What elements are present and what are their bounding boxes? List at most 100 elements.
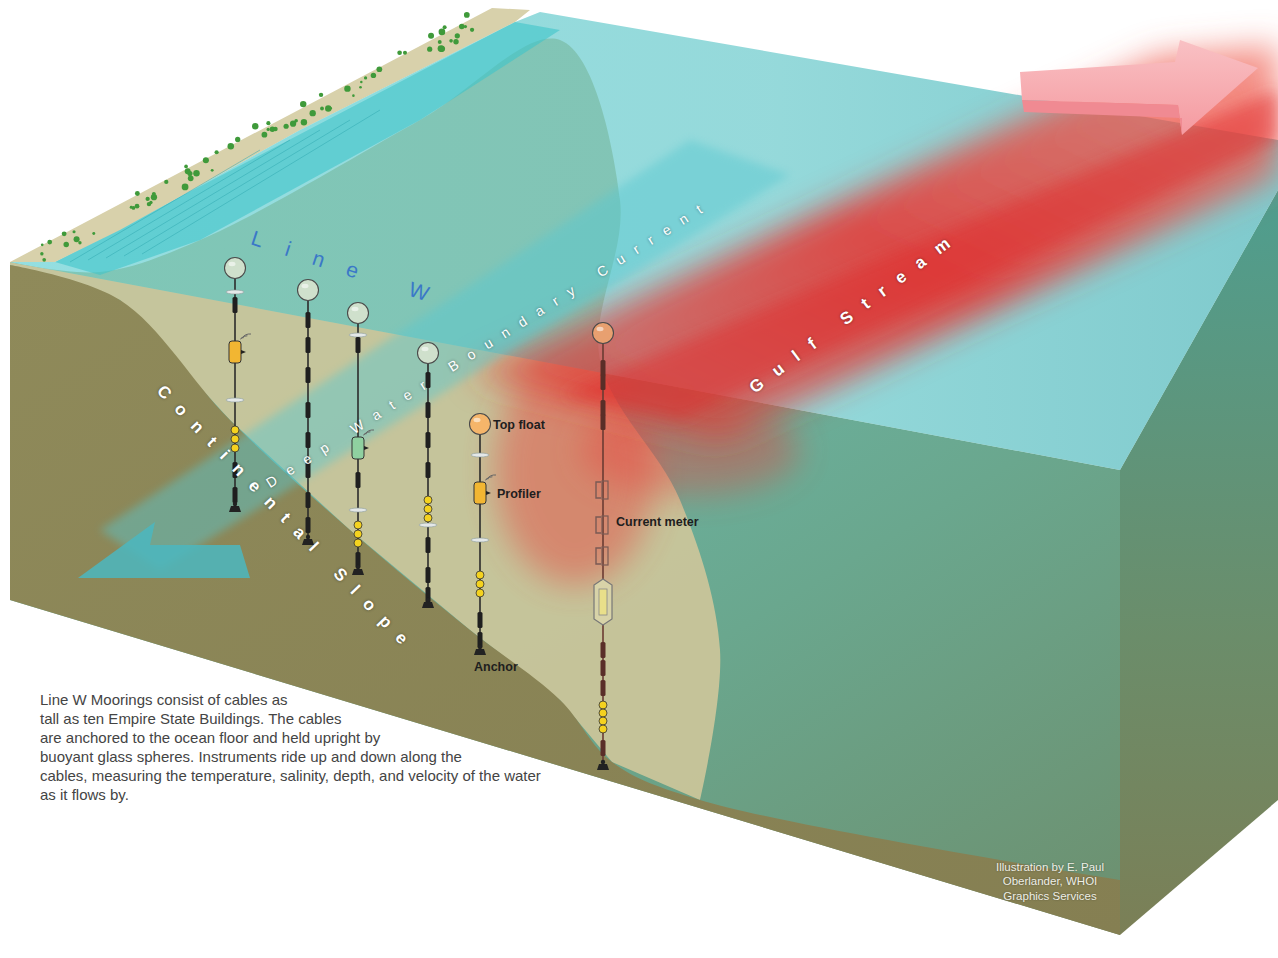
mooring xyxy=(298,280,319,546)
vegetation-dot xyxy=(146,197,150,201)
vegetation-dot xyxy=(439,29,446,36)
instrument xyxy=(233,487,238,503)
glass-sphere xyxy=(476,589,484,597)
profiler xyxy=(352,437,364,459)
instrument xyxy=(478,612,483,628)
current-meter xyxy=(596,517,601,533)
current-meter xyxy=(596,482,601,498)
glass-sphere xyxy=(599,717,607,725)
instrument xyxy=(306,402,311,418)
vegetation-dot xyxy=(459,24,465,30)
vegetation-dot xyxy=(273,127,278,132)
vegetation-dot xyxy=(92,232,95,235)
vegetation-dot xyxy=(377,66,383,72)
vegetation-dot xyxy=(438,40,442,44)
instrument xyxy=(306,367,311,383)
anchor-symbol xyxy=(474,649,486,655)
top-float xyxy=(348,303,369,324)
vegetation-dot xyxy=(193,170,199,176)
glass-sphere xyxy=(354,539,362,547)
vegetation-dot xyxy=(63,242,68,247)
instrument xyxy=(601,660,606,676)
mooring xyxy=(593,323,614,771)
vegetation-dot xyxy=(266,121,270,125)
glass-sphere xyxy=(354,530,362,538)
instrument xyxy=(601,642,606,658)
block-diagram xyxy=(10,8,1278,935)
profiler-fin xyxy=(486,491,491,495)
current-meter xyxy=(602,516,608,534)
instrument xyxy=(601,374,606,390)
vegetation xyxy=(40,12,474,262)
part-label: Anchor xyxy=(474,660,518,674)
shore-lines xyxy=(70,110,380,262)
glass-sphere xyxy=(424,514,432,522)
anchor-symbol xyxy=(597,764,609,770)
profiler-fin xyxy=(241,350,246,354)
stop-disc xyxy=(471,453,489,457)
anchor-symbol xyxy=(426,598,430,602)
shore-line xyxy=(70,150,260,262)
vegetation-dot xyxy=(47,240,52,245)
instrument xyxy=(599,589,607,615)
stop-disc xyxy=(349,508,367,512)
top-float xyxy=(418,343,439,364)
current-meter xyxy=(596,548,601,564)
vegetation-dot xyxy=(41,243,44,246)
vegetation-dot xyxy=(301,119,307,125)
glass-sphere xyxy=(231,435,239,443)
vegetation-dot xyxy=(397,50,402,55)
glass-sphere xyxy=(476,580,484,588)
float-highlight xyxy=(352,307,359,311)
profiler xyxy=(229,341,241,363)
float-highlight xyxy=(474,418,481,422)
glass-sphere xyxy=(599,725,607,733)
anchor-symbol xyxy=(422,602,434,608)
current-meter xyxy=(602,481,608,499)
vegetation-dot xyxy=(427,47,432,52)
glass-sphere xyxy=(599,701,607,709)
deep-water-current-band xyxy=(100,140,790,570)
vegetation-dot xyxy=(344,85,350,91)
vegetation-dot xyxy=(470,28,474,32)
vegetation-dot xyxy=(455,33,460,38)
mooring xyxy=(470,414,497,656)
instrument xyxy=(306,432,311,448)
instrument xyxy=(233,297,238,313)
stop-disc xyxy=(226,398,244,402)
gulf-stream-arrow xyxy=(1020,40,1258,135)
vegetation-dot xyxy=(211,169,214,172)
instrument xyxy=(426,432,431,448)
vegetation-dot xyxy=(443,25,447,29)
vegetation-dot xyxy=(360,81,363,84)
float-highlight xyxy=(229,262,236,266)
vegetation-dot xyxy=(235,137,240,142)
part-label: Current meter xyxy=(616,515,699,529)
vegetation-dot xyxy=(284,124,289,129)
instrument xyxy=(426,402,431,418)
instrument xyxy=(601,414,606,430)
vegetation-dot xyxy=(203,157,209,163)
instrument xyxy=(306,312,311,328)
float-highlight xyxy=(422,347,429,351)
instrument xyxy=(601,360,606,376)
vegetation-dot xyxy=(428,33,434,39)
instrument xyxy=(426,462,431,478)
anchor-symbol xyxy=(356,565,360,569)
vegetation-dot xyxy=(185,168,191,174)
vegetation-dot xyxy=(151,194,157,200)
instrument xyxy=(426,567,431,583)
instrument xyxy=(426,537,431,553)
float-highlight xyxy=(302,284,309,288)
credit: Illustration by E. Paul Oberlander, WHOI… xyxy=(980,860,1120,903)
caption: Line W Moorings consist of cables as tal… xyxy=(40,690,680,804)
vegetation-dot xyxy=(164,180,168,184)
vegetation-dot xyxy=(62,231,67,236)
glass-sphere xyxy=(424,505,432,513)
vegetation-dot xyxy=(215,150,219,154)
vegetation-dot xyxy=(135,204,140,209)
signal-wave xyxy=(487,475,496,479)
anchor-symbol xyxy=(478,645,482,649)
